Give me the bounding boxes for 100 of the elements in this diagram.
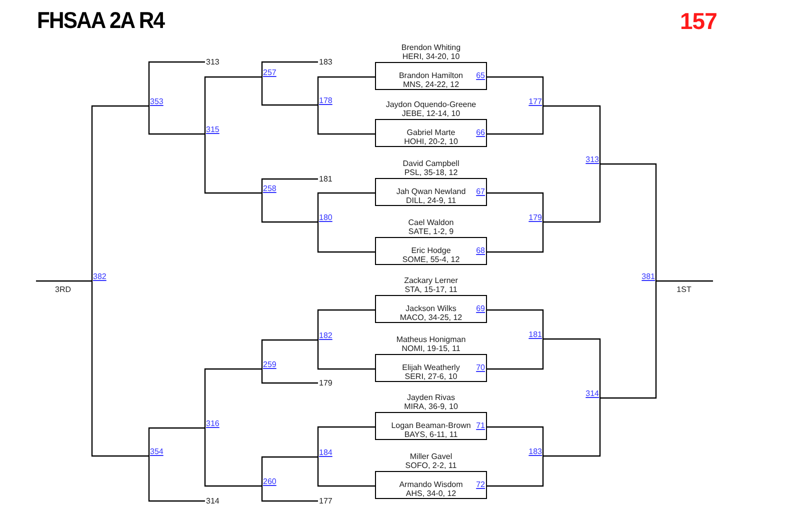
team-record: MIRA, 36-9, 10 — [404, 402, 458, 411]
match-number: 258 — [263, 184, 276, 193]
team-record: AHS, 34-0, 12 — [406, 489, 456, 498]
wrestler-name: Jaydon Oquendo-Greene — [386, 100, 476, 109]
bracket-line — [317, 426, 375, 457]
bracket-line — [487, 339, 544, 370]
placement-label: 3RD — [55, 285, 71, 294]
bracket-line — [487, 222, 544, 253]
bracket-line — [543, 164, 601, 223]
bracket-line — [656, 280, 714, 282]
bracket-line — [543, 105, 601, 164]
bracket-line — [317, 76, 375, 105]
match-number: 184 — [319, 448, 332, 457]
match-reference: 183 — [318, 58, 332, 66]
team-record: MNS, 24-22, 12 — [402, 80, 460, 89]
bracket-line — [487, 192, 544, 222]
match-number: 72 — [476, 480, 485, 489]
wrestler-name: Armando Wisdom — [399, 480, 463, 489]
team-record: BAYS, 6-11, 11 — [404, 430, 458, 439]
match-number: 65 — [476, 71, 485, 80]
team-record: STA, 15-17, 11 — [404, 285, 458, 294]
bracket-line — [148, 61, 205, 106]
wrestler-name: Brandon Hamilton — [398, 71, 464, 80]
team-record: NOMI, 19-15, 11 — [402, 344, 460, 353]
match-number: 177 — [528, 97, 542, 106]
bracket-line — [261, 486, 318, 502]
bracket-line — [317, 192, 375, 222]
match-number: 178 — [319, 96, 332, 105]
match-number: 259 — [263, 360, 276, 369]
bracket-line — [317, 340, 375, 370]
match-number: 260 — [263, 477, 276, 486]
match-number: 353 — [150, 97, 164, 106]
match-number: 68 — [476, 246, 485, 255]
bracket-line — [487, 309, 544, 339]
bracket-line — [317, 105, 375, 135]
match-number: 180 — [319, 213, 332, 222]
match-reference: 177 — [318, 496, 332, 506]
match-reference: 313 — [205, 58, 220, 66]
match-number: 382 — [93, 272, 106, 281]
bracket-line — [35, 280, 92, 282]
bracket-line — [204, 368, 262, 428]
match-number: 314 — [586, 389, 599, 398]
wrestler-name: Brendon Whiting — [401, 43, 461, 52]
match-number: 257 — [263, 68, 276, 77]
placement-label: 1ST — [676, 285, 692, 294]
wrestler-name: Jackson Wilks — [406, 304, 456, 313]
match-number: 70 — [476, 363, 485, 372]
match-number: 183 — [528, 447, 542, 456]
match-number: 182 — [319, 331, 332, 340]
team-record: HERI, 34-20, 10 — [402, 52, 460, 61]
bracket-line — [91, 281, 149, 457]
team-record: PSL, 35-18, 12 — [404, 168, 458, 177]
bracket-line — [543, 398, 601, 457]
match-number: 181 — [528, 330, 542, 339]
bracket-line — [600, 163, 657, 281]
bracket-line — [204, 76, 262, 134]
bracket-line — [487, 106, 544, 135]
wrestler-name: Cael Waldon — [408, 218, 454, 227]
bracket-line — [148, 456, 205, 502]
bracket-line — [487, 426, 544, 456]
team-record: SOME, 55-4, 12 — [402, 255, 460, 264]
match-number: 354 — [150, 447, 164, 456]
match-number: 179 — [528, 213, 542, 222]
wrestler-name: Matheus Honigman — [396, 335, 466, 344]
bracket-title: FHSAA 2A R4 — [37, 7, 164, 34]
wrestler-name: Jah Qwan Newland — [396, 187, 466, 196]
bracket-line — [261, 369, 318, 384]
bracket-line — [317, 309, 375, 340]
match-reference: 179 — [318, 378, 332, 388]
wrestler-name: Elijah Weatherly — [402, 363, 460, 372]
team-record: SOFO, 2-2, 11 — [405, 461, 457, 470]
wrestler-name: Eric Hodge — [411, 246, 451, 255]
team-record: HOHI, 20-2, 10 — [404, 137, 458, 146]
bracket-line — [148, 106, 205, 135]
match-number: 315 — [206, 125, 220, 134]
team-record: SATE, 1-2, 9 — [408, 227, 454, 236]
wrestler-name: Jayden Rivas — [406, 393, 456, 402]
weight-class: 157 — [680, 8, 717, 35]
wrestler-name: Zackary Lerner — [404, 276, 458, 285]
wrestler-name: David Campbell — [402, 159, 460, 168]
team-record: DILL, 24-9, 11 — [406, 196, 456, 205]
bracket-line — [148, 427, 205, 456]
team-record: JEBE, 12-14, 10 — [402, 109, 460, 118]
bracket-line — [261, 77, 318, 106]
match-number: 316 — [206, 419, 220, 428]
wrestler-name: Logan Beaman-Brown — [391, 421, 471, 430]
team-record: SERI, 27-6, 10 — [404, 372, 458, 381]
bracket-line — [317, 222, 375, 253]
bracket-line — [261, 456, 318, 486]
bracket-line — [261, 193, 318, 223]
bracket-line — [91, 105, 149, 281]
bracket-line — [317, 457, 375, 487]
bracket-line — [204, 428, 262, 487]
wrestler-name: Miller Gavel — [410, 452, 452, 461]
match-reference: 314 — [205, 496, 220, 506]
match-number: 66 — [476, 128, 485, 137]
wrestler-name: Gabriel Marte — [406, 128, 456, 137]
match-number: 381 — [642, 272, 655, 281]
bracket-line — [261, 178, 318, 193]
bracket-line — [487, 456, 544, 487]
